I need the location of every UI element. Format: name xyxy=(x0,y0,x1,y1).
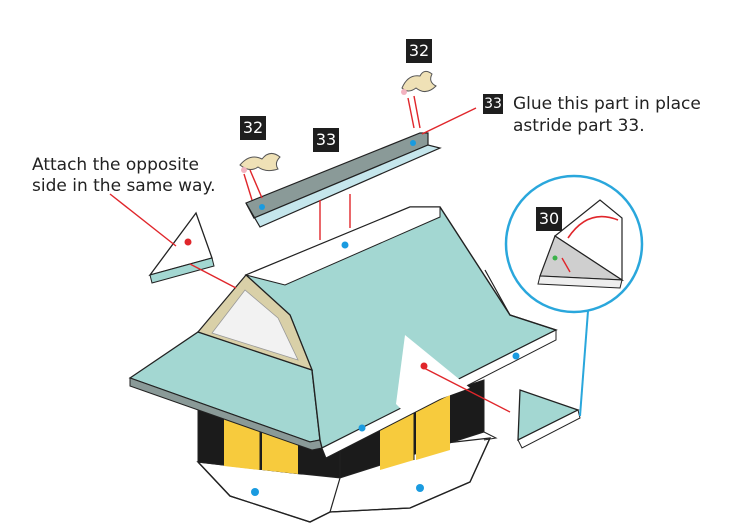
glue-instruction-line1: Glue this part in place xyxy=(513,94,701,115)
glue-instruction-line2: astride part 33. xyxy=(513,116,645,137)
opposite-side-instruction: Attach the opposite side in the same way… xyxy=(32,155,216,197)
left-triangle-part xyxy=(150,213,214,283)
part-number-33-note: 33 xyxy=(483,94,503,114)
right-triangle-part xyxy=(518,390,580,448)
part-number-33-ridge: 33 xyxy=(313,128,339,152)
part-32-left-shape xyxy=(240,153,280,173)
part-number-32-left: 32 xyxy=(240,116,266,140)
part-32-right-shape xyxy=(401,71,436,95)
part-number-32-top: 32 xyxy=(406,39,432,63)
detail-circle-30 xyxy=(506,176,642,416)
part-number-30-detail: 30 xyxy=(536,207,562,231)
